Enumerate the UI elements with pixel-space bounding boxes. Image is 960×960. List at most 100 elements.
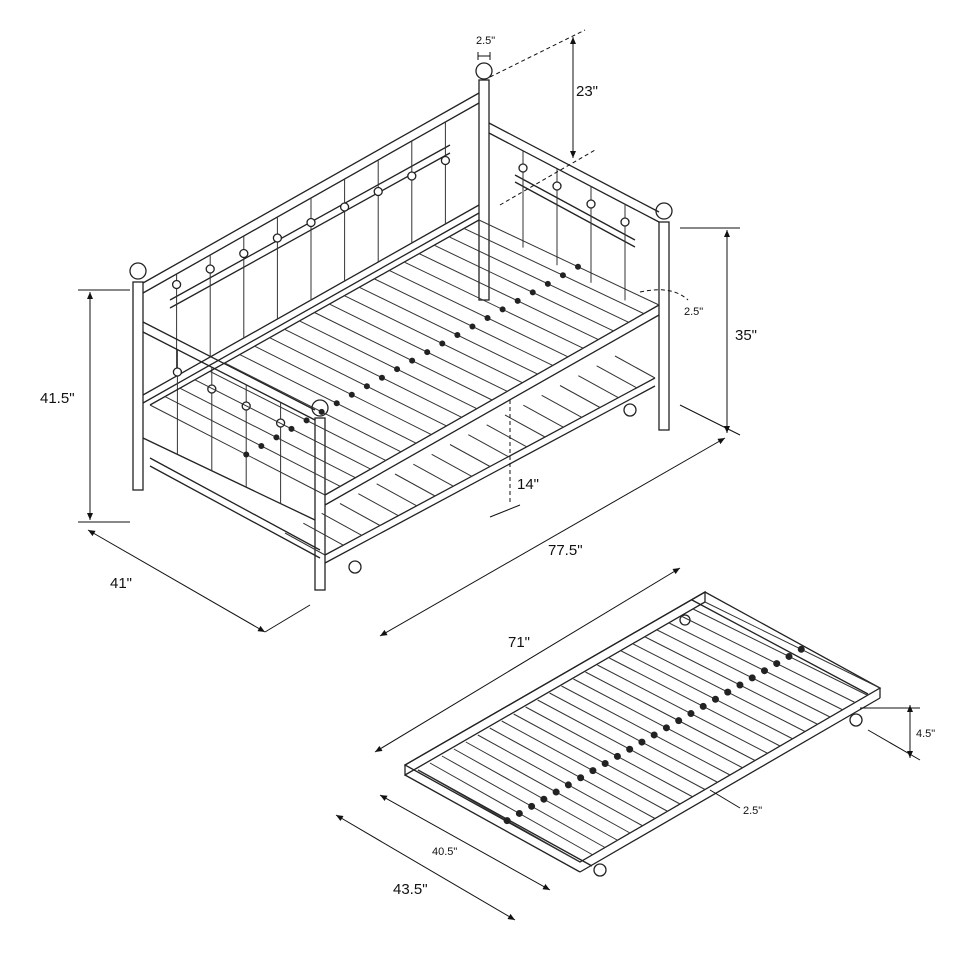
trundle-slat	[549, 692, 718, 783]
center-support-icon	[363, 383, 370, 390]
center-support-icon	[394, 366, 401, 373]
center-support-icon	[662, 724, 670, 732]
slat	[269, 337, 447, 427]
trundle-slat	[501, 720, 668, 812]
center-support-icon	[724, 688, 732, 696]
trundle-slat	[453, 748, 618, 841]
center-support-icon	[650, 731, 658, 739]
trundle-slat	[489, 727, 656, 819]
trundle-slat	[559, 385, 601, 408]
slat	[344, 295, 523, 384]
center-support-icon	[773, 660, 781, 668]
trundle-slat	[621, 650, 793, 740]
spindle-knob-icon	[306, 217, 316, 228]
spindle-knob-icon	[272, 233, 283, 243]
trundle-illustration	[403, 590, 882, 877]
center-support-icon	[575, 263, 581, 270]
center-support-icon	[687, 710, 695, 718]
slat	[209, 370, 386, 461]
trundle-slat	[431, 453, 472, 477]
slat	[149, 404, 326, 496]
trundle-slat	[413, 463, 454, 487]
trundle-slats-under	[284, 355, 656, 556]
spindle-knob-icon	[172, 367, 183, 377]
center-support-icon	[439, 340, 446, 347]
trundle-slat	[578, 375, 619, 399]
label-trundle-outer-width: 43.5"	[393, 881, 428, 898]
center-support-icon	[760, 667, 768, 675]
center-support-icon	[540, 795, 548, 803]
slat	[254, 345, 432, 435]
center-support-icon	[626, 745, 634, 753]
slat	[478, 219, 660, 306]
trundle-slat	[644, 636, 818, 725]
trundle-slat	[465, 741, 631, 834]
spindle-knob-icon	[440, 155, 451, 166]
center-support-icon	[318, 408, 325, 415]
slat	[329, 303, 508, 392]
spindle-knob-icon	[518, 163, 528, 173]
slat	[359, 286, 538, 375]
center-support-icon	[589, 767, 597, 775]
center-support-icon	[797, 645, 805, 653]
trundle-slat	[468, 434, 509, 458]
spindle-knob-icon	[552, 181, 562, 191]
slat	[433, 244, 614, 332]
center-support-icon	[785, 652, 793, 660]
trundle-slat	[597, 664, 768, 754]
center-support-icon	[544, 280, 551, 287]
label-arm-height: 35"	[735, 327, 757, 344]
center-support-icon	[699, 702, 707, 710]
center-support-icon	[515, 809, 523, 817]
center-support-icon	[243, 451, 250, 458]
center-support-icon	[601, 760, 609, 767]
trundle-slat	[596, 365, 637, 389]
slat	[314, 312, 493, 401]
slat	[194, 379, 371, 470]
center-support-icon	[552, 788, 560, 796]
center-support-icon	[503, 817, 511, 825]
label-trundle-clearance: 14"	[517, 476, 539, 493]
label-trundle-inner-width: 40.5"	[432, 846, 457, 858]
center-support-icon	[564, 781, 572, 789]
center-support-icon	[469, 323, 476, 330]
trundle-slat	[523, 404, 564, 428]
trundle-slat	[486, 424, 527, 448]
label-overall-height: 41.5"	[40, 390, 75, 407]
slat	[299, 320, 478, 410]
center-support-icon	[348, 391, 355, 398]
trundle-slat	[303, 522, 344, 546]
slat	[179, 387, 356, 479]
label-finial-diameter: 2.5"	[476, 35, 495, 47]
trundle-slat	[704, 601, 881, 689]
dimension-lines	[78, 29, 921, 921]
trundle-slat	[504, 414, 546, 438]
spindle-knob-icon	[171, 279, 182, 290]
trundle-slat	[477, 734, 643, 827]
trundle-slat	[573, 678, 743, 769]
center-support-icon	[613, 752, 621, 760]
center-support-icon	[748, 674, 756, 682]
trundle-slat	[429, 762, 593, 856]
center-support-icon	[409, 357, 416, 364]
spindle-knob-icon	[339, 202, 350, 212]
slat	[284, 328, 462, 418]
slat	[463, 227, 645, 315]
trundle-slat	[376, 483, 417, 507]
mattress-platform	[149, 219, 660, 506]
slat	[224, 362, 402, 453]
trundle-slat	[656, 629, 831, 718]
center-support-icon	[303, 417, 310, 424]
trundle-slat	[441, 755, 606, 848]
spindle-knob-icon	[207, 384, 217, 394]
center-support-icon	[288, 425, 295, 432]
center-support-icon	[514, 297, 521, 304]
center-support-icon	[454, 332, 461, 339]
trundle-slat	[692, 608, 868, 696]
slat	[448, 236, 629, 323]
center-support-icon	[675, 717, 683, 725]
trundle-slat	[513, 713, 681, 805]
trundle-slat	[614, 355, 656, 379]
